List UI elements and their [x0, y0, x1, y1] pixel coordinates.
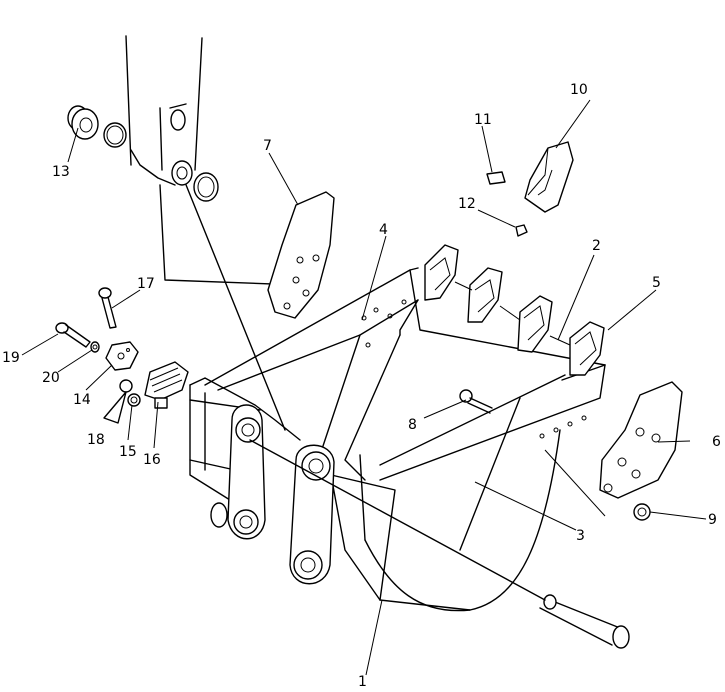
spring-16 [144, 361, 189, 409]
callout-10: 10 [570, 82, 588, 98]
rubber-lock-12 [515, 224, 528, 237]
bushing-13 [67, 105, 219, 202]
nut-9 [633, 503, 651, 521]
callout-15: 15 [119, 444, 137, 460]
callout-17: 17 [137, 276, 155, 292]
bolt-19 [55, 322, 91, 348]
callout-labels: 1 2 3 4 5 6 7 8 9 10 11 12 13 14 15 16 1… [2, 82, 721, 690]
callout-19: 19 [2, 350, 20, 366]
callout-1: 1 [358, 674, 367, 687]
side-cutter-6 [599, 381, 683, 499]
callout-8: 8 [408, 417, 417, 433]
pin-11 [486, 171, 506, 185]
callout-14: 14 [73, 392, 91, 408]
callout-6: 6 [712, 434, 721, 450]
callout-12: 12 [458, 196, 476, 212]
callout-20: 20 [42, 370, 60, 386]
teeth-row [424, 244, 605, 376]
callout-9: 9 [708, 512, 717, 528]
washer-20 [90, 341, 100, 353]
bucket-body [189, 267, 606, 612]
tooth-c [517, 295, 553, 353]
callout-18: 18 [87, 432, 105, 448]
arm-linkage [125, 35, 301, 431]
callout-13: 13 [52, 164, 70, 180]
tooth-d [569, 321, 605, 376]
tooth-b [467, 267, 503, 323]
callout-5: 5 [652, 275, 661, 291]
block-14 [105, 341, 139, 371]
tooth-10 [524, 141, 574, 213]
leader-lines [21, 99, 707, 676]
nuts-18-15 [103, 379, 141, 424]
bolt-8 [459, 389, 493, 414]
callout-11: 11 [474, 112, 492, 128]
callout-16: 16 [143, 452, 161, 468]
callout-4: 4 [379, 222, 388, 238]
bolt-17 [98, 287, 117, 329]
tooth-a [424, 244, 459, 301]
pin [249, 439, 630, 649]
side-cutter-7 [267, 191, 335, 319]
callout-7: 7 [263, 138, 272, 154]
callout-2: 2 [592, 238, 601, 254]
callout-3: 3 [576, 528, 585, 544]
